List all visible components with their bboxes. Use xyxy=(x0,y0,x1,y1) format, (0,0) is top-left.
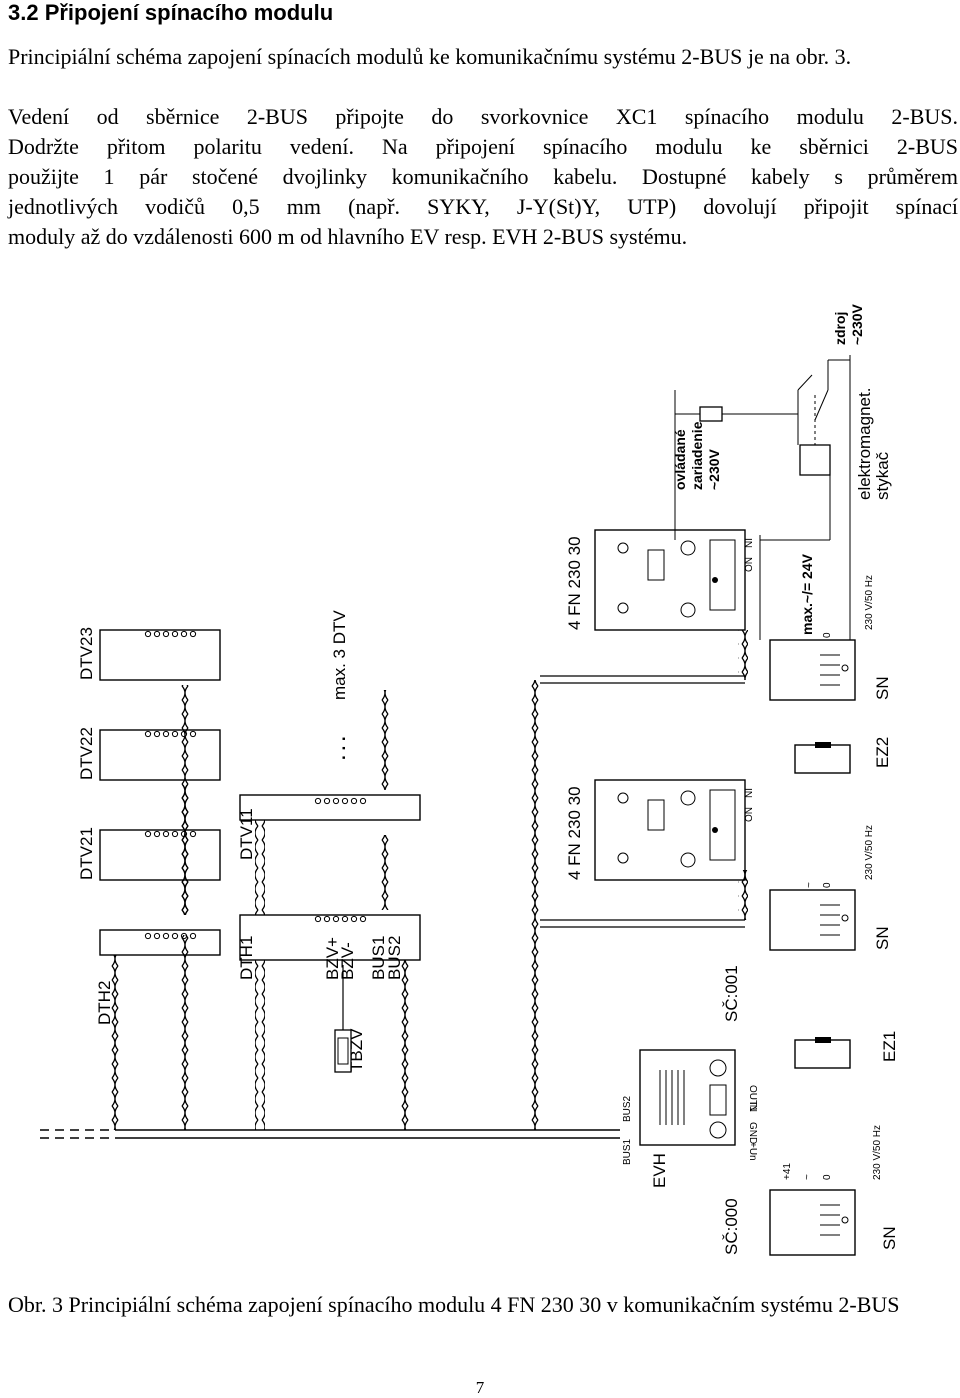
paragraph-line: moduly až do vzdálenosti 600 m od hlavní… xyxy=(8,224,688,249)
fn-module-lower xyxy=(594,779,746,881)
twisted-pair xyxy=(530,680,540,1130)
power-supply-evh xyxy=(769,1189,856,1256)
label-dtv11: DTV11 xyxy=(237,808,256,860)
paragraph-line: použijte 1 pár stočené dvojlinky komunik… xyxy=(8,164,958,189)
label-on: ON xyxy=(744,807,755,822)
label-dtv23: DTV23 xyxy=(77,627,96,680)
label-tilde: ~ xyxy=(804,882,815,888)
contactor-coil xyxy=(799,444,831,476)
label-dots: . . . xyxy=(330,736,349,760)
twisted-pair xyxy=(255,820,265,915)
power-supply-lower xyxy=(769,889,856,951)
label-evh-bus1: BUS1 xyxy=(622,1138,633,1165)
paragraph-line: jednotlivých vodičů 0,5 mm (např. SYKY, … xyxy=(8,194,958,219)
label-source-2: ~230V xyxy=(849,303,865,345)
twisted-pair xyxy=(110,955,120,1130)
label-zero: 0 xyxy=(822,882,833,888)
controlled-device xyxy=(699,406,723,422)
label-controlled-1: ovládané xyxy=(672,429,688,490)
label-sc001: SČ:001 xyxy=(722,965,741,1022)
label-bzv-plus: BZV+ xyxy=(323,937,342,980)
wiring-diagram: DTV23 DTV22 DTV21 DTH2 DTV11 DTH1 max. 3… xyxy=(40,303,899,1256)
label-zero: 0 xyxy=(822,632,833,638)
label-bzv-minus: BZV- xyxy=(338,942,357,980)
dth2-unit xyxy=(99,929,221,956)
paragraph-line: Dodržte přitom polaritu vedení. Na připo… xyxy=(8,134,958,159)
paragraph-intro: Principiální schéma zapojení spínacích m… xyxy=(8,44,852,69)
power-supply-upper xyxy=(769,639,856,701)
label-out1: OUT1 xyxy=(747,1085,758,1112)
label-ez1: EZ1 xyxy=(880,1031,899,1062)
label-on: ON xyxy=(744,557,755,572)
label-dth2: DTH2 xyxy=(95,981,114,1025)
label-contactor-1: elektromagnet. xyxy=(855,388,874,500)
label-zero: 0 xyxy=(822,1174,833,1180)
door-lock-ez1 xyxy=(794,1037,851,1069)
label-230v: 230 V/50 Hz xyxy=(864,825,875,880)
label-sn: SN xyxy=(873,676,892,700)
label-ni: NI xyxy=(744,788,755,798)
dtv23-unit xyxy=(99,629,221,681)
label-controlled-3: ~230V xyxy=(706,448,722,490)
label-evh: EVH xyxy=(650,1153,669,1188)
dth1-unit xyxy=(239,914,421,961)
label-controlled-2: zariadenie xyxy=(689,421,705,490)
label-tilde: ~ xyxy=(802,1174,813,1180)
label-sc000: SČ:000 xyxy=(722,1198,741,1255)
label-dtv22: DTV22 xyxy=(77,727,96,780)
label-bus1: BUS1 xyxy=(369,936,388,980)
label-bus2: BUS2 xyxy=(385,936,404,980)
tbzv-unit xyxy=(334,1029,352,1073)
label-ez2: EZ2 xyxy=(873,737,892,768)
fn-module-upper xyxy=(594,529,746,631)
section-heading: 3.2 Připojení spínacího modulu xyxy=(8,0,334,25)
label-ni: NI xyxy=(744,538,755,548)
label-un: +Un xyxy=(747,1142,758,1161)
label-module-lower: 4 FN 230 30 xyxy=(565,786,584,880)
page-number: 7 xyxy=(475,1378,485,1397)
label-dth1: DTH1 xyxy=(237,936,256,980)
label-dtv21: DTV21 xyxy=(77,827,96,880)
label-tbzv: TBZV xyxy=(347,1028,366,1072)
label-sn: SN xyxy=(873,926,892,950)
dtv11-unit xyxy=(239,794,421,821)
label-evh-bus2: BUS2 xyxy=(622,1095,633,1122)
label-230v: 230 V/50 Hz xyxy=(864,575,875,630)
label-sn: SN xyxy=(880,1226,899,1250)
figure-caption: Obr. 3 Principiální schéma zapojení spín… xyxy=(8,1292,900,1317)
label-max-24v: max.~/= 24V xyxy=(799,553,815,635)
door-lock-ez2 xyxy=(794,742,851,774)
dtv22-unit xyxy=(99,729,221,781)
label-contactor-2: stykač xyxy=(873,451,892,500)
label-230v: 230 V/50 Hz xyxy=(872,1125,883,1180)
label-in: IN xyxy=(747,1102,758,1112)
dtv21-unit xyxy=(99,829,221,881)
twisted-pair xyxy=(380,690,390,790)
label-41: +41 xyxy=(782,1163,793,1180)
label-max-dtv: max. 3 DTV xyxy=(330,610,349,700)
label-source-1: zdroj xyxy=(832,312,848,345)
paragraph-wiring: Vedení od sběrnice 2-BUS připojte do svo… xyxy=(8,102,958,252)
evh-unit xyxy=(639,1049,736,1146)
label-gnd: GND xyxy=(747,1122,758,1144)
paragraph-line: Vedení od sběrnice 2-BUS připojte do svo… xyxy=(8,104,958,129)
twisted-pair xyxy=(738,630,748,680)
label-module-upper: 4 FN 230 30 xyxy=(565,536,584,630)
